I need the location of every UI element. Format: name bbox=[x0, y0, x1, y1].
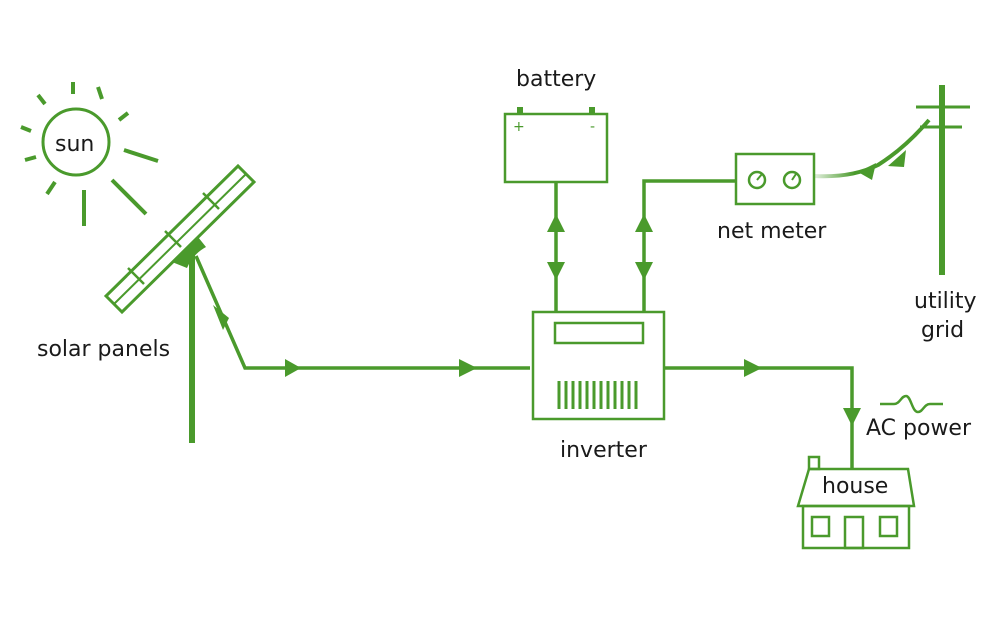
panel-wire-arrows bbox=[213, 305, 477, 377]
meter-grid-wire bbox=[813, 118, 931, 180]
sun-icon bbox=[20, 82, 159, 226]
solar-panels-label: solar panels bbox=[37, 337, 171, 362]
battery-label: battery bbox=[516, 67, 597, 92]
arrow-down-battery bbox=[547, 262, 565, 280]
arrow-down-meter bbox=[635, 262, 653, 280]
utility-label: utility bbox=[914, 289, 977, 314]
inverter-icon bbox=[531, 310, 666, 421]
meter-inverter-wire bbox=[635, 179, 736, 312]
battery-plus-sign: + bbox=[513, 119, 525, 135]
ac-power-label: AC power bbox=[866, 416, 972, 441]
ac-wave-icon bbox=[880, 394, 943, 414]
solar-panel-icon bbox=[103, 163, 530, 443]
arrow-down-slope bbox=[213, 305, 229, 330]
battery-minus-sign: - bbox=[590, 119, 595, 135]
net-meter-icon bbox=[734, 152, 816, 206]
inverter-label: inverter bbox=[560, 438, 647, 463]
arrow-right-house bbox=[744, 359, 762, 377]
arrow-to-meter bbox=[858, 163, 876, 180]
grid-label: grid bbox=[921, 318, 965, 343]
arrow-down-house bbox=[843, 408, 861, 426]
arrow-up-battery bbox=[547, 214, 565, 232]
battery-inverter-wire bbox=[547, 182, 565, 312]
arrow-right-2 bbox=[459, 359, 477, 377]
arrow-right-1 bbox=[285, 359, 301, 377]
arrow-to-grid bbox=[888, 150, 906, 167]
utility-pole-icon bbox=[916, 85, 970, 275]
net-meter-label: net meter bbox=[717, 219, 827, 244]
inverter-house-wire bbox=[664, 359, 861, 468]
house-label: house bbox=[822, 474, 889, 499]
sun-label: sun bbox=[55, 132, 95, 157]
arrow-up-meter bbox=[635, 214, 653, 232]
house-icon bbox=[796, 455, 916, 550]
